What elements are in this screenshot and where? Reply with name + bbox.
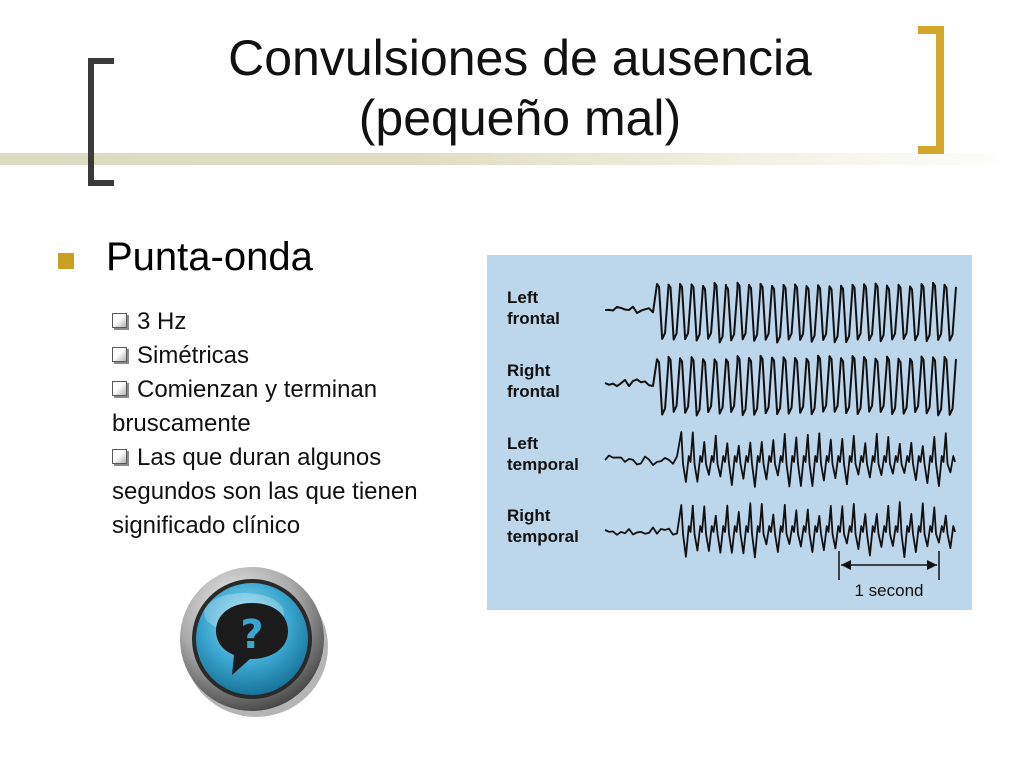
- eeg-channel-label: Left frontal: [507, 287, 607, 329]
- eeg-label-line: Right: [507, 361, 551, 380]
- eeg-figure: Left frontal Right frontal Left temporal…: [487, 255, 972, 610]
- eeg-channel-label: Right temporal: [507, 505, 607, 547]
- title-line-2: (pequeño mal): [358, 90, 682, 146]
- eeg-trace-right-frontal: [604, 354, 957, 417]
- question-speech-bubble-icon[interactable]: ?: [174, 563, 334, 723]
- svg-text:?: ?: [240, 612, 263, 658]
- eeg-label-line: Left: [507, 434, 539, 453]
- main-bullet: Punta-onda: [106, 235, 313, 279]
- sub-bullet-list: 3 Hz Simétricas Comienzan y terminan bru…: [112, 305, 452, 543]
- checkbox-bullet-icon: [112, 313, 127, 328]
- eeg-channel-label: Left temporal: [507, 433, 607, 475]
- eeg-label-line: Right: [507, 506, 551, 525]
- sub-bullet-text: 3 Hz: [137, 308, 187, 335]
- sub-bullet-item: Simétricas: [112, 339, 452, 373]
- slide-title: Convulsiones de ausencia (pequeño mal): [140, 28, 900, 148]
- sub-bullet-item: Comienzan y terminan bruscamente: [112, 373, 452, 441]
- checkbox-bullet-icon: [112, 381, 127, 396]
- eeg-label-line: temporal: [507, 455, 579, 474]
- checkbox-bullet-icon: [112, 347, 127, 362]
- eeg-label-line: frontal: [507, 382, 560, 401]
- sub-bullet-text: Comienzan y terminan bruscamente: [112, 376, 378, 437]
- scale-label: 1 second: [855, 581, 924, 600]
- sub-bullet-item: Las que duran algunos segundos son las q…: [112, 441, 452, 543]
- eeg-trace-right-temporal: [604, 501, 956, 559]
- eeg-label-line: Left: [507, 288, 539, 307]
- eeg-trace-left-frontal: [604, 281, 957, 344]
- sub-bullet-text: Las que duran algunos segundos son las q…: [112, 444, 418, 539]
- eeg-label-line: frontal: [507, 309, 560, 328]
- left-bracket: [88, 58, 114, 186]
- sub-bullet-item: 3 Hz: [112, 305, 452, 339]
- checkbox-bullet-icon: [112, 449, 127, 464]
- eeg-channel-label: Right frontal: [507, 360, 607, 402]
- eeg-trace-left-temporal: [604, 431, 956, 488]
- decorative-line: [0, 153, 1024, 165]
- gold-bullet-icon: [58, 253, 74, 269]
- eeg-label-line: temporal: [507, 527, 579, 546]
- eeg-traces: 1 second: [604, 281, 957, 600]
- sub-bullet-text: Simétricas: [137, 342, 250, 369]
- title-line-1: Convulsiones de ausencia: [228, 30, 812, 86]
- right-bracket: [918, 26, 944, 154]
- time-scale-bar: 1 second: [838, 551, 940, 600]
